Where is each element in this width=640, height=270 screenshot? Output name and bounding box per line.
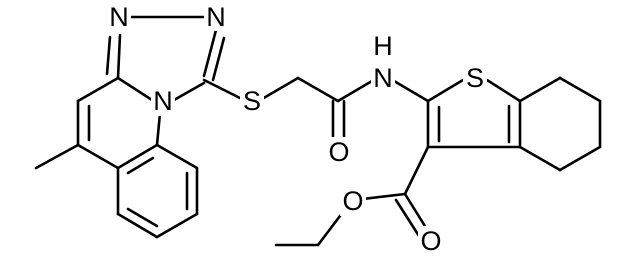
bond-s-ch2: [260, 76, 300, 101]
bond-c3a-n-top-double: [105, 35, 112, 76]
bond-co-nh: [336, 79, 374, 103]
atom-labels: N N N S H N O S O O: [107, 1, 487, 256]
atom-h-amide: H: [373, 31, 393, 61]
bond-c7a-c7: [518, 76, 562, 103]
bond-ch2-co: [296, 76, 340, 103]
atom-n-triazole-top-right: N: [206, 2, 226, 32]
bond-triazole-c3-nbridge: [172, 81, 206, 102]
bond-c7-c8: [155, 212, 199, 239]
bond-nh-c2: [392, 79, 430, 103]
bond-c3-s: [202, 78, 244, 101]
bond-c3a-c4: [76, 76, 120, 103]
bond-c5a-c9a-inner: [126, 156, 155, 175]
bond-cester-o-double-b: [394, 198, 421, 238]
bonds: [34, 15, 602, 247]
bond-c9-c9a: [155, 143, 199, 170]
atom-o-amide: O: [328, 137, 349, 167]
atom-o-ester-carbonyl: O: [420, 226, 441, 256]
bond-s-c7a: [485, 78, 522, 103]
bond-c5a-c9a: [116, 143, 159, 170]
bond-c4-c3a: [518, 145, 562, 172]
bond-c5-methyl: [34, 143, 80, 170]
bond-c5-c5a: [76, 143, 120, 170]
bond-cester-o-double-a: [403, 192, 430, 233]
bond-cester-o-single: [361, 192, 407, 201]
bond-triazole-n-c3: [202, 28, 218, 78]
atom-o-ester-single: O: [342, 186, 363, 216]
bond-c5-c4: [558, 145, 602, 172]
bond-c3-cester: [403, 145, 430, 196]
bond-triazole-n-c3-double: [211, 36, 226, 82]
bond-c7-c6: [558, 76, 602, 103]
atom-n-bridgehead: N: [153, 86, 173, 116]
bond-nbridge-c3a: [116, 76, 154, 102]
bond-o-ch2: [316, 210, 345, 247]
bond-c9a-nbridge: [155, 111, 162, 147]
atom-s-thioether: S: [243, 86, 261, 116]
atom-n-amide: N: [373, 63, 393, 93]
atom-s-thiophene: S: [466, 63, 484, 93]
bond-c3a-n-top: [116, 33, 122, 80]
atom-n-triazole-top-left: N: [109, 2, 129, 32]
bond-c6-c7-double: [126, 207, 159, 228]
bond-c6-c7: [116, 212, 159, 239]
bond-c2-s: [426, 78, 465, 103]
